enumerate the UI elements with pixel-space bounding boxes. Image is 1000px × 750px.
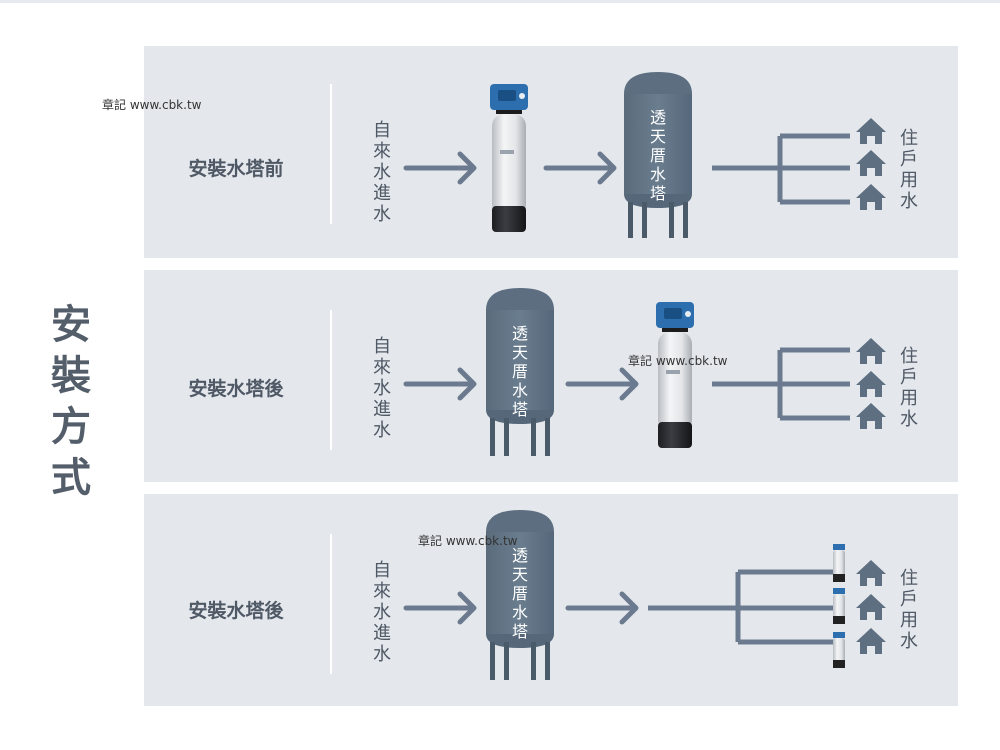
- water-tower-icon: [486, 288, 554, 456]
- row-1-tank-label: 透 天 厝 水 塔: [647, 108, 669, 203]
- tank-char: 厝: [649, 146, 666, 165]
- dest-char: 戶: [900, 149, 918, 170]
- filter-unit-icon: [656, 302, 694, 448]
- tank-char: 天: [511, 565, 528, 584]
- watermark: 章記 www.cbk.tw: [102, 98, 202, 112]
- dest-char: 住: [900, 128, 918, 149]
- source-char: 自: [373, 560, 391, 581]
- source-char: 進: [373, 623, 391, 644]
- row-2-dest-label: 住 戶 用 水: [897, 346, 921, 430]
- household-pipes: [648, 569, 834, 645]
- tank-char: 透: [511, 546, 528, 565]
- row-1-divider: [330, 84, 332, 224]
- tank-char: 天: [511, 343, 528, 362]
- dest-char: 用: [900, 388, 918, 409]
- tank-char: 透: [649, 108, 666, 127]
- house-icon: [856, 338, 886, 364]
- source-char: 自: [373, 120, 391, 141]
- house-icon: [856, 118, 886, 144]
- row-3-diagram: [403, 510, 886, 680]
- row-2-divider: [330, 310, 332, 450]
- row-3-source-label: 自 來 水 進 水: [370, 560, 394, 665]
- tank-char: 厝: [511, 584, 528, 603]
- house-icon: [856, 628, 886, 654]
- page-title-char: 方: [51, 404, 91, 450]
- tank-char: 塔: [649, 184, 666, 203]
- flow-arrow: [403, 591, 477, 625]
- source-char: 進: [373, 183, 391, 204]
- row-1-panel: 安裝水塔前 自 來 水 進 水: [144, 46, 958, 258]
- house-icon: [856, 560, 886, 586]
- row-1-diagram: [403, 72, 886, 238]
- page-title: 安 裝 方 式: [48, 300, 94, 504]
- point-of-use-filter-icon: [833, 588, 845, 624]
- row-1-source-label: 自 來 水 進 水: [370, 120, 394, 225]
- row-2-tank-label: 透 天 厝 水 塔: [509, 324, 531, 419]
- row-3-label: 安裝水塔後: [188, 600, 284, 622]
- house-icon: [856, 184, 886, 210]
- row-2-label: 安裝水塔後: [188, 378, 284, 400]
- top-border: [0, 0, 1000, 3]
- flow-arrow: [565, 591, 639, 625]
- water-tower-icon: [624, 72, 692, 238]
- row-2-panel: 安裝水塔後 自 來 水 進 水: [144, 270, 958, 482]
- flow-arrow: [565, 367, 639, 401]
- source-char: 水: [373, 204, 391, 225]
- dest-char: 戶: [900, 367, 918, 388]
- dest-char: 戶: [900, 589, 918, 610]
- watermark: 章記 www.cbk.tw: [628, 354, 728, 368]
- row-3-tank-label: 透 天 厝 水 塔: [509, 546, 531, 641]
- house-icon: [856, 150, 886, 176]
- dest-char: 水: [900, 409, 918, 430]
- source-char: 水: [373, 644, 391, 665]
- row-1-dest-label: 住 戶 用 水: [897, 128, 921, 212]
- dest-char: 水: [900, 191, 918, 212]
- flow-arrow: [403, 151, 477, 185]
- source-char: 水: [373, 378, 391, 399]
- tank-char: 塔: [511, 400, 528, 419]
- row-3-dest-label: 住 戶 用 水: [897, 568, 921, 652]
- house-icon: [856, 371, 886, 397]
- watermark: 章記 www.cbk.tw: [418, 534, 518, 548]
- page-title-char: 安: [51, 302, 91, 348]
- source-char: 自: [373, 336, 391, 357]
- row-3-panel: 安裝水塔後 自 來 水 進 水: [144, 494, 958, 706]
- tank-char: 水: [511, 603, 528, 622]
- page-title-char: 式: [51, 455, 91, 501]
- dest-char: 住: [900, 346, 918, 367]
- tank-char: 水: [649, 165, 666, 184]
- source-char: 來: [373, 581, 391, 602]
- filter-unit-icon: [490, 84, 528, 232]
- tank-char: 水: [511, 381, 528, 400]
- source-char: 水: [373, 420, 391, 441]
- tank-char: 天: [649, 127, 666, 146]
- page-title-char: 裝: [51, 353, 91, 399]
- flow-arrow: [543, 151, 617, 185]
- row-2-diagram: [403, 288, 886, 456]
- house-icon: [856, 403, 886, 429]
- point-of-use-filter-icon: [833, 632, 845, 668]
- row-1-label: 安裝水塔前: [188, 158, 284, 180]
- source-char: 來: [373, 141, 391, 162]
- source-char: 水: [373, 162, 391, 183]
- point-of-use-filter-icon: [833, 544, 845, 582]
- dest-char: 用: [900, 170, 918, 191]
- flow-arrow: [403, 367, 477, 401]
- source-char: 進: [373, 399, 391, 420]
- tank-char: 透: [511, 324, 528, 343]
- row-2-source-label: 自 來 水 進 水: [370, 336, 394, 441]
- source-char: 來: [373, 357, 391, 378]
- source-char: 水: [373, 602, 391, 623]
- row-3-divider: [330, 534, 332, 674]
- dest-char: 水: [900, 631, 918, 652]
- house-icon: [856, 594, 886, 620]
- household-pipes: [712, 133, 850, 205]
- tank-char: 厝: [511, 362, 528, 381]
- water-tower-icon: [486, 510, 554, 680]
- dest-char: 住: [900, 568, 918, 589]
- tank-char: 塔: [511, 622, 528, 641]
- household-pipes: [712, 347, 850, 421]
- dest-char: 用: [900, 610, 918, 631]
